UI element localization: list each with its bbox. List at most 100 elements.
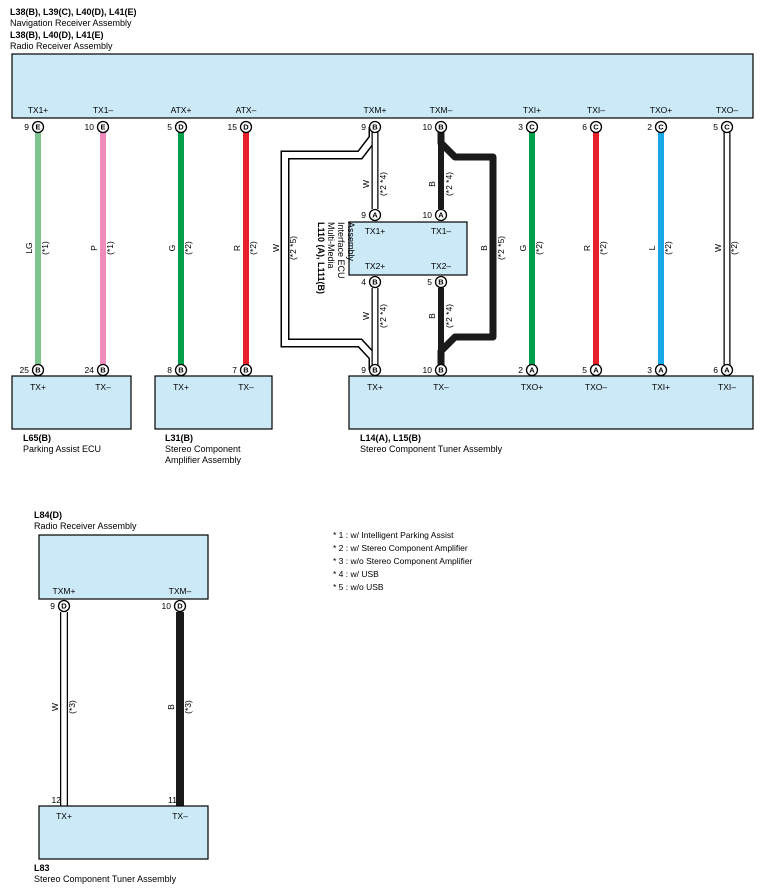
wire-top-1-code: P	[89, 245, 99, 251]
tuner2-box	[38, 805, 209, 860]
tuner-id: L14(A), L15(B)	[360, 433, 421, 443]
tuner-name: Stereo Component Tuner Assembly	[360, 444, 503, 454]
radio2-wire-1-note: (*3)	[183, 700, 193, 714]
parking-ecu-box	[11, 375, 132, 430]
top-pin-0-connector: E	[35, 123, 40, 132]
top-pin-0-label: TX1+	[28, 105, 49, 115]
amplifier-box	[154, 375, 273, 430]
amplifier-id: L31(B)	[165, 433, 193, 443]
media-ecu-label: L110 (A), L111(B)	[316, 222, 326, 294]
wire-top-7-note: (*2)	[729, 241, 739, 255]
tuner-pin-3-number: 5	[582, 365, 587, 375]
top-pin-1-connector-circle	[96, 120, 110, 134]
radio2-pin-0-number: 9	[50, 601, 55, 611]
parking-pin-0-connector: B	[35, 366, 41, 375]
radio2-pin-1-label: TXM–	[169, 586, 192, 596]
radio2-id: L84(D)	[34, 510, 62, 520]
radio2-pin-1-connector: D	[177, 602, 183, 611]
top-pin-8-label: TXO+	[650, 105, 672, 115]
media-ecu-id: L110 (A), L111(B)	[316, 222, 326, 294]
radio2-wire-1-code: B	[166, 704, 176, 710]
top-pin-5-number: 10	[423, 122, 433, 132]
radio2-pin-1-connector-circle	[173, 599, 187, 613]
radio2-name: Radio Receiver Assembly	[34, 521, 137, 531]
parking-pin-1-connector: B	[100, 366, 106, 375]
ecu-pin-1-label: TX1–	[431, 226, 452, 236]
tuner-pin-1-connector-circle	[434, 363, 448, 377]
top-connector-header-4: Radio Receiver Assembly	[10, 41, 113, 51]
radio2-pin-1-number: 10	[162, 601, 172, 611]
top-pin-9-number: 5	[713, 122, 718, 132]
top-pin-3-connector-circle	[239, 120, 253, 134]
ecu-pin-2-connector-circle	[368, 275, 382, 289]
top-pin-6-connector-circle	[525, 120, 539, 134]
tuner-pin-2-label: TXO+	[521, 382, 543, 392]
top-pin-2-connector: D	[178, 123, 184, 132]
top-pin-6-connector: C	[529, 123, 535, 132]
tuner-pin-5-number: 6	[713, 365, 718, 375]
tuner-pin-0-connector-circle	[368, 363, 382, 377]
tuner-box	[348, 375, 754, 430]
media-ecu-box	[348, 221, 468, 276]
ecu-pin-0-label: TX1+	[365, 226, 386, 236]
top-wire-group: LG(*1)P(*1)G(*2)R(*2)G(*2)R(*2)L(*2)W(*2…	[24, 127, 739, 367]
top-pin-8-number: 2	[647, 122, 652, 132]
tuner-pin-1-connector: B	[438, 366, 444, 375]
wire-top-0-code: LG	[24, 242, 34, 253]
tuner-pin-2-connector-circle	[525, 363, 539, 377]
top-pin-2-connector-circle	[174, 120, 188, 134]
top-pin-7-connector: C	[593, 123, 599, 132]
amp-pin-1-label: TX–	[238, 382, 254, 392]
ecu-pin-0-connector: A	[372, 211, 378, 220]
tuner-pin-4-label: TXI+	[652, 382, 670, 392]
top-pin-4-label: TXM+	[364, 105, 387, 115]
tuner2-pin-0-label: TX+	[56, 811, 72, 821]
amplifier-name-1: Stereo Component	[165, 444, 241, 454]
top-pin-0-connector-circle	[31, 120, 45, 134]
tuner-pin-4-connector: A	[658, 366, 664, 375]
usb-b-lower-code: B	[427, 313, 437, 319]
legend: * 1 : w/ Intelligent Parking Assist * 2 …	[333, 530, 473, 592]
top-pin-7-label: TXI–	[587, 105, 605, 115]
tuner-pin-0-label: TX+	[367, 382, 383, 392]
usb-w-bypass-code: W	[271, 244, 281, 252]
top-pin-5-connector: B	[438, 123, 444, 132]
radio2-box	[38, 534, 209, 600]
wire-top-3-note: (*2)	[248, 241, 258, 255]
radio2-wire-0-code: W	[50, 703, 60, 711]
parking-ecu-name: Parking Assist ECU	[23, 444, 101, 454]
usb-w-upper-note: (*2 *4)	[378, 172, 388, 196]
top-pin-1-number: 10	[85, 122, 95, 132]
wire-top-7-code: W	[713, 244, 723, 252]
usb-w-bypass-note: (*2 *5)	[288, 236, 298, 260]
legend-item-2: * 2 : w/ Stereo Component Amplifier	[333, 543, 468, 553]
media-ecu-name-1: Multi-Media	[326, 222, 336, 269]
top-pin-9-connector-circle	[720, 120, 734, 134]
radio2-pin-0-label: TXM+	[53, 586, 76, 596]
tuner-pin-2-number: 2	[518, 365, 523, 375]
usb-b-bypass-note: (*2 *5)	[496, 236, 506, 260]
tuner-pin-3-connector: A	[593, 366, 599, 375]
tuner-pin-1-label: TX–	[433, 382, 449, 392]
legend-item-5: * 5 : w/o USB	[333, 582, 384, 592]
tuner-pin-5-connector-circle	[720, 363, 734, 377]
tuner-pin-1-number: 10	[423, 365, 433, 375]
media-ecu-name-2: Interface ECU	[336, 222, 346, 279]
usb-wire-labels: W(*2 *4)B(*2 *4)W(*2 *4)B(*2 *4)W(*2 *5)…	[271, 172, 506, 328]
top-pin-7-number: 6	[582, 122, 587, 132]
amp-pin-0-connector-circle	[174, 363, 188, 377]
top-pin-6-number: 3	[518, 122, 523, 132]
ecu-pin-0-number: 9	[361, 210, 366, 220]
ecu-pin-2-number: 4	[361, 277, 366, 287]
ecu-pin-3-connector-circle	[434, 275, 448, 289]
parking-pin-1-number: 24	[85, 365, 95, 375]
tuner-pin-2-connector: A	[529, 366, 535, 375]
radio2-pin-0-connector: D	[61, 602, 67, 611]
usb-b-upper-code: B	[427, 181, 437, 187]
ecu-pin-3-label: TX2–	[431, 261, 452, 271]
tuner2-pin-1-label: TX–	[172, 811, 188, 821]
parking-pin-1-label: TX–	[95, 382, 111, 392]
ecu-pin-1-number: 10	[423, 210, 433, 220]
